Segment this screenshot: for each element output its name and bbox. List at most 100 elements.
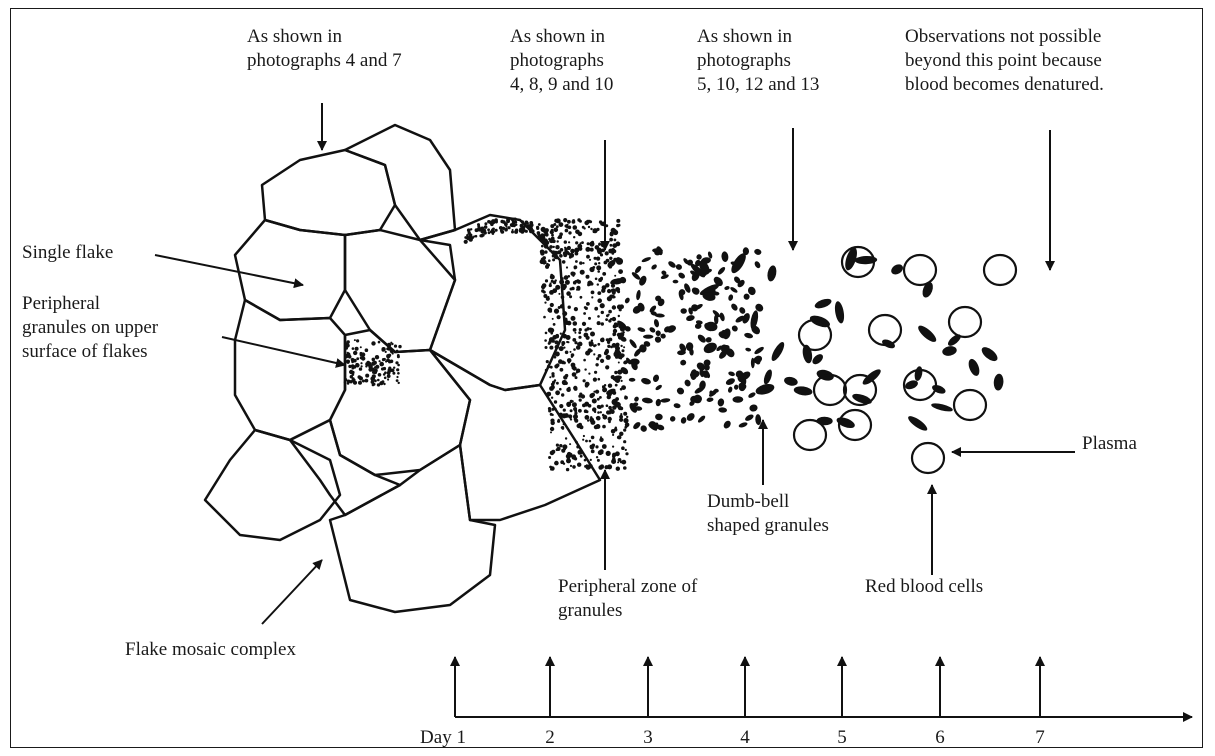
fine-granule <box>578 247 582 251</box>
upper-surface-granule <box>387 374 391 378</box>
fine-granule <box>614 326 616 328</box>
fine-granule <box>563 409 566 412</box>
fine-granule <box>566 387 571 392</box>
fine-granule <box>574 419 578 423</box>
granule <box>755 414 762 425</box>
upper-surface-granule <box>353 359 357 363</box>
fine-granule <box>616 219 620 223</box>
fine-granule <box>608 319 611 322</box>
granule <box>696 333 707 344</box>
fine-granule <box>550 332 553 335</box>
fine-granule <box>568 226 572 230</box>
upper-surface-granule <box>371 341 375 345</box>
day-label: Day 1 <box>413 727 473 749</box>
fine-granule <box>562 284 567 289</box>
label-photos-4-7: As shown in photographs 4 and 7 <box>247 25 402 73</box>
fine-granule <box>549 284 552 287</box>
granule <box>652 374 660 383</box>
fine-granule <box>545 279 548 282</box>
granule <box>667 260 677 269</box>
fine-granule <box>560 460 564 464</box>
dumb-bell-granule <box>913 366 923 382</box>
fine-granule <box>568 453 573 458</box>
fine-granule <box>555 345 559 349</box>
dumb-bell-granule <box>993 373 1004 391</box>
fine-granule <box>572 372 577 377</box>
fine-granule <box>604 465 608 469</box>
fine-granule <box>612 453 616 457</box>
fine-granule <box>617 305 622 310</box>
fine-granule <box>570 409 573 412</box>
label-flake-mosaic: Flake mosaic complex <box>125 638 296 662</box>
fine-granule <box>572 402 577 407</box>
fine-granule <box>584 409 588 413</box>
fine-granule <box>559 222 564 227</box>
granule <box>744 332 754 339</box>
granule <box>728 294 734 302</box>
fine-granule <box>561 277 564 280</box>
fine-granule <box>564 318 568 322</box>
fine-granule <box>556 382 559 385</box>
upper-surface-granule <box>360 352 363 355</box>
fine-granule <box>597 283 599 285</box>
upper-surface-granule <box>375 355 379 359</box>
fine-granule <box>606 259 610 263</box>
fine-granule <box>582 439 584 441</box>
fine-granule <box>575 260 578 263</box>
granule <box>681 308 687 314</box>
granule <box>730 302 739 311</box>
fine-granule <box>551 372 554 375</box>
fine-granule <box>468 231 471 234</box>
fine-granule <box>605 283 609 287</box>
flake <box>345 125 455 240</box>
granule <box>727 386 733 393</box>
fine-granule <box>614 239 617 242</box>
fine-granule <box>562 333 565 336</box>
fine-granule <box>598 354 602 358</box>
fine-granule <box>575 252 579 256</box>
fine-granule <box>620 413 622 415</box>
granule <box>648 326 656 334</box>
fine-granule <box>591 340 593 342</box>
fine-granule <box>587 283 590 286</box>
fine-granule <box>565 437 567 439</box>
fine-granule <box>567 220 571 224</box>
fine-granule <box>608 384 612 388</box>
fine-granule <box>578 336 581 339</box>
fine-granule <box>606 404 609 407</box>
fine-granule <box>551 234 554 237</box>
upper-surface-granule <box>396 350 399 353</box>
red-blood-cell <box>949 307 981 337</box>
fine-granule <box>471 236 474 239</box>
fine-granule <box>563 361 566 364</box>
dumb-bell-granule <box>930 402 953 413</box>
fine-granule <box>590 328 592 330</box>
dumb-bell-granule <box>979 345 1000 364</box>
fine-granule <box>548 456 551 459</box>
fine-granule <box>593 353 595 355</box>
fine-granule <box>484 225 488 229</box>
fine-granule <box>601 405 604 408</box>
upper-surface-granule <box>371 361 375 365</box>
fine-granule <box>558 306 561 309</box>
upper-surface-granule <box>392 352 394 354</box>
fine-granule <box>572 219 575 222</box>
upper-surface-granule <box>393 367 395 369</box>
fine-granule <box>573 225 578 230</box>
fine-granule <box>596 456 598 458</box>
fine-granule <box>617 435 621 439</box>
fine-granule <box>563 375 567 379</box>
upper-surface-granule <box>396 376 398 378</box>
fine-granule <box>563 251 567 255</box>
granule <box>628 338 638 349</box>
fine-granule <box>590 248 594 252</box>
fine-granule <box>551 397 553 399</box>
arrow-single-flake <box>155 255 303 285</box>
fine-granule <box>499 226 503 230</box>
fine-granule <box>577 463 581 467</box>
fine-granule <box>623 346 625 348</box>
upper-surface-granule <box>356 339 359 342</box>
fine-granule <box>554 255 559 260</box>
fine-granule <box>549 337 554 342</box>
fine-granule <box>538 235 541 238</box>
